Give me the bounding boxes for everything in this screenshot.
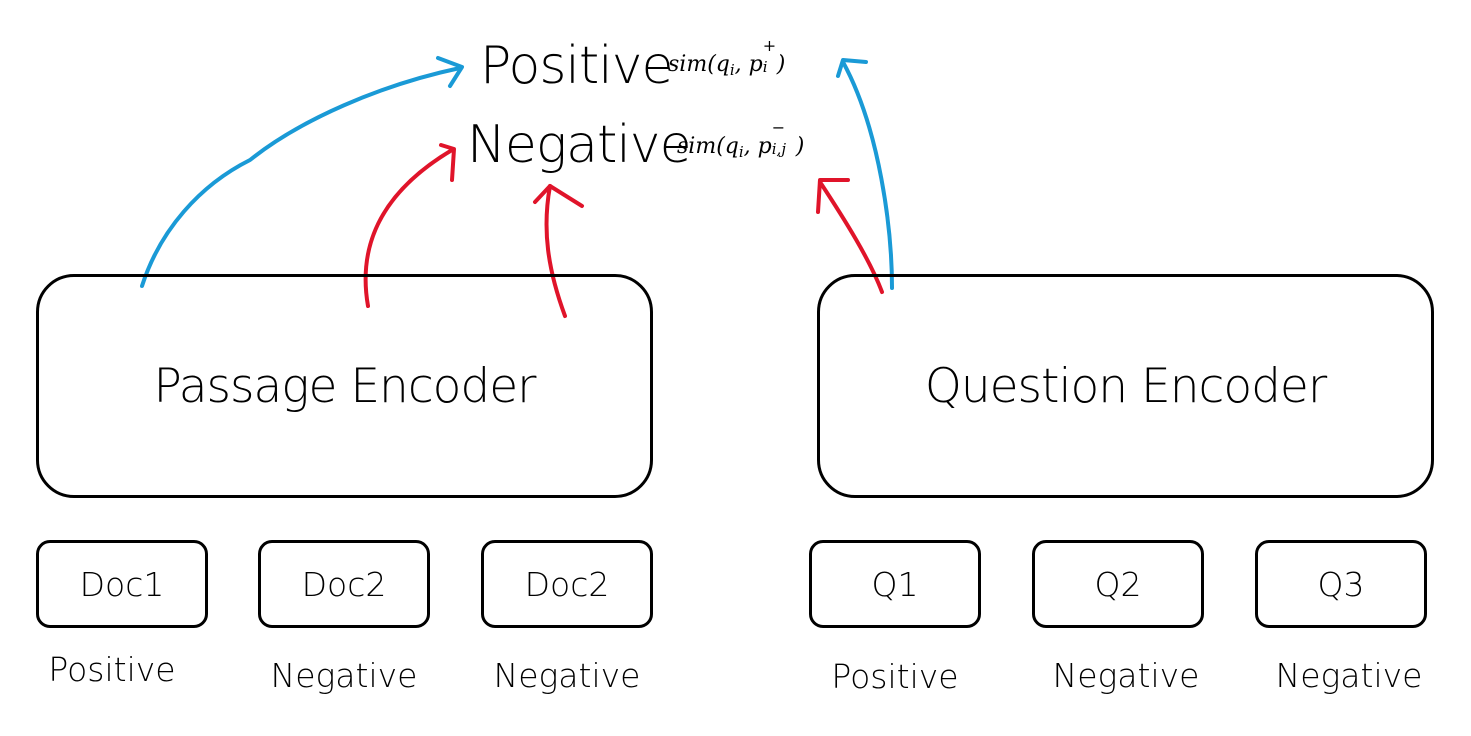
question-positive-arrow	[841, 60, 894, 290]
question-box: Q3	[1255, 540, 1427, 628]
doc-box: Doc1	[36, 540, 208, 628]
question-role-label: Negative	[1052, 656, 1200, 695]
question-negative-arrow	[818, 180, 884, 294]
passage-negative-arrow-2	[544, 184, 567, 318]
question-encoder-box: Question Encoder	[817, 274, 1434, 498]
doc-box-label: Doc2	[524, 564, 610, 604]
formula-text: , p	[743, 134, 772, 159]
formula-sub: i	[762, 58, 768, 76]
formula-text: sim(q	[668, 52, 730, 77]
doc-role-label: Negative	[493, 656, 641, 695]
doc-box-label: Doc1	[79, 564, 165, 604]
passage-encoder-box: Passage Encoder	[36, 274, 653, 498]
question-box-label: Q2	[1094, 564, 1142, 604]
passage-positive-arrowhead	[436, 56, 464, 88]
doc-role-label: Negative	[270, 656, 418, 695]
question-box: Q2	[1032, 540, 1204, 628]
formula-text: sim(q	[677, 134, 739, 159]
question-box: Q1	[809, 540, 981, 628]
doc-box: Doc2	[258, 540, 430, 628]
doc-box: Doc2	[481, 540, 653, 628]
formula-text: , p	[734, 52, 763, 77]
passage-positive-arrow	[140, 66, 462, 288]
negative-heading: Negative	[467, 115, 692, 175]
passage-negative-arrowhead-2	[533, 184, 584, 208]
question-role-label: Negative	[1275, 656, 1423, 695]
question-encoder-label: Question Encoder	[924, 358, 1327, 414]
question-box-label: Q3	[1317, 564, 1365, 604]
question-box-label: Q1	[871, 564, 919, 604]
formula-text: )	[776, 52, 786, 77]
formula-sup: +	[762, 36, 777, 55]
formula-sup: −	[771, 118, 786, 137]
positive-heading: Positive	[480, 36, 673, 96]
formula-sub: i	[729, 61, 735, 79]
formula-text: )	[795, 134, 805, 159]
formula-sub: i	[738, 143, 744, 161]
passage-encoder-label: Passage Encoder	[153, 358, 536, 414]
doc-role-label: Positive	[48, 650, 176, 689]
formula-sub: i,j	[771, 140, 786, 158]
passage-negative-arrowhead-1	[439, 143, 456, 182]
question-negative-arrowhead	[816, 178, 850, 214]
doc-box-label: Doc2	[301, 564, 387, 604]
question-positive-arrowhead	[836, 58, 868, 78]
question-role-label: Positive	[831, 657, 959, 696]
passage-negative-arrow-1	[363, 148, 454, 308]
